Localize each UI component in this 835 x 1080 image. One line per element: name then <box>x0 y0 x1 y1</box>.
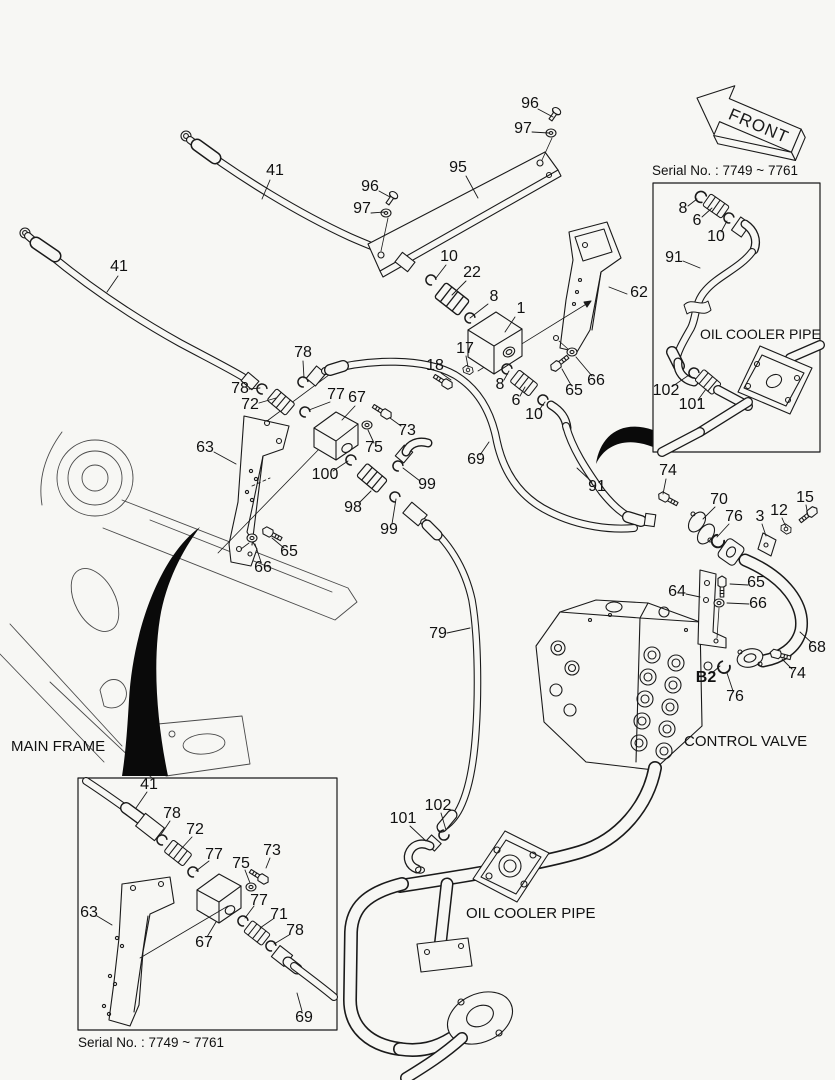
ring-10-a <box>423 272 438 287</box>
bolt-15 <box>797 504 820 525</box>
bolt-65-a <box>548 353 571 374</box>
block-67-inset <box>196 873 242 924</box>
cooler-flange-plate <box>472 830 550 903</box>
screw-96-left <box>383 189 400 207</box>
coupling-72 <box>266 387 296 417</box>
ring-100 <box>343 452 358 467</box>
main-frame-art <box>0 431 358 779</box>
coupling-22 <box>433 281 471 317</box>
bolt-65-b <box>260 525 284 544</box>
washer-97-left <box>380 208 392 218</box>
washer-66-a <box>566 347 578 357</box>
leader-lines <box>96 108 813 1012</box>
bolt-74-a <box>656 490 680 509</box>
plate-95 <box>367 105 563 278</box>
b2-port <box>703 661 713 671</box>
coupling-98 <box>355 462 389 494</box>
inset-flange <box>737 345 813 415</box>
coupling-6 <box>509 369 539 397</box>
hose-end-fitting <box>394 251 416 273</box>
oil-cooler-pipe-assembly <box>343 761 662 1080</box>
stub-flange <box>416 937 473 973</box>
hose-41-top <box>180 130 404 263</box>
inset-right <box>652 182 825 457</box>
inset-pointer-swooshes <box>122 426 653 776</box>
hose-41-bottom <box>19 227 247 381</box>
hose-79 <box>403 518 482 874</box>
inset-bottom <box>77 777 338 1031</box>
flange-b2 <box>736 648 764 668</box>
bracket-62 <box>548 221 622 374</box>
hose-break-symbol <box>683 300 712 315</box>
swoosh-right <box>596 426 653 464</box>
block-1 <box>467 311 523 375</box>
ring-77-a <box>297 404 312 419</box>
bolt-65-c <box>717 575 727 598</box>
washer-75 <box>361 420 373 430</box>
valve-port-grid <box>630 646 685 760</box>
block-67-assembly <box>240 371 433 527</box>
control-valve <box>535 599 703 771</box>
block-67 <box>313 411 359 461</box>
nut-12 <box>778 521 794 537</box>
washer-66-b <box>246 533 258 543</box>
hose-91 <box>562 422 657 528</box>
flange-70-assembly <box>656 490 820 677</box>
ring-99-b <box>387 489 402 504</box>
hose-69 <box>295 357 638 533</box>
bracket-64 <box>697 569 727 649</box>
clamp-3 <box>757 532 777 557</box>
screw-96-right <box>546 105 563 123</box>
bracket-63-inset <box>108 876 175 1027</box>
washer-75-inset <box>245 882 257 892</box>
ring-8-a <box>462 310 477 325</box>
swoosh-left <box>122 527 200 776</box>
washer-66-c <box>713 598 725 608</box>
front-arrow: FRONT <box>696 85 806 161</box>
